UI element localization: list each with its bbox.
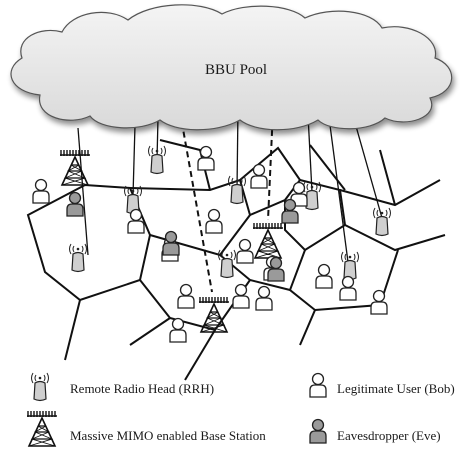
legitimate-user-icon: [339, 275, 357, 301]
legitimate-user-icon: [32, 178, 50, 204]
rrh-icon: [148, 145, 166, 175]
base-station-tower-icon: [253, 223, 283, 259]
legend-eve-label: Eavesdropper (Eve): [337, 428, 441, 443]
legend-bob-icon: [309, 372, 327, 398]
eavesdropper-icon: [162, 230, 180, 256]
rrh-icon: [303, 181, 321, 211]
eavesdropper-icon: [281, 198, 299, 224]
fronthaul-links: [77, 104, 383, 263]
bbu-pool-cloud: [10, 4, 453, 131]
legitimate-user-icon: [127, 208, 145, 234]
base-station-tower-icon: [60, 150, 90, 186]
legitimate-user-icon: [169, 317, 187, 343]
legend-bob-label: Legitimate User (Bob): [337, 381, 455, 396]
legend-rrh-icon: [31, 372, 49, 402]
rrh-icon: [69, 243, 87, 273]
legend-bs-label: Massive MIMO enabled Base Station: [70, 428, 266, 443]
rrh-icon: [373, 207, 391, 237]
legitimate-user-icon: [236, 238, 254, 264]
legitimate-user-icon: [197, 145, 215, 171]
rrh-icon: [124, 185, 142, 215]
rrh-icon: [228, 175, 246, 205]
legitimate-user-icon: [232, 283, 250, 309]
legitimate-user-icon: [315, 263, 333, 289]
legend-eve-icon: [309, 418, 327, 444]
legitimate-user-icon: [250, 163, 268, 189]
legitimate-user-icon: [255, 285, 273, 311]
legend-rrh-label: Remote Radio Head (RRH): [70, 381, 215, 396]
bbu-pool-label: BBU Pool: [205, 62, 268, 78]
legend-bs-icon: [27, 411, 57, 447]
fiber-links-dashed: [179, 109, 274, 293]
legitimate-user-icon: [205, 208, 223, 234]
eavesdropper-icon: [267, 256, 285, 282]
base-station-tower-icon: [199, 297, 229, 333]
cell-boundaries: [26, 139, 446, 381]
eavesdropper-icon: [66, 191, 84, 217]
rrh-icon: [341, 251, 359, 281]
legitimate-user-icon: [177, 283, 195, 309]
rrh-icon: [218, 249, 236, 279]
legitimate-user-icon: [370, 289, 388, 315]
